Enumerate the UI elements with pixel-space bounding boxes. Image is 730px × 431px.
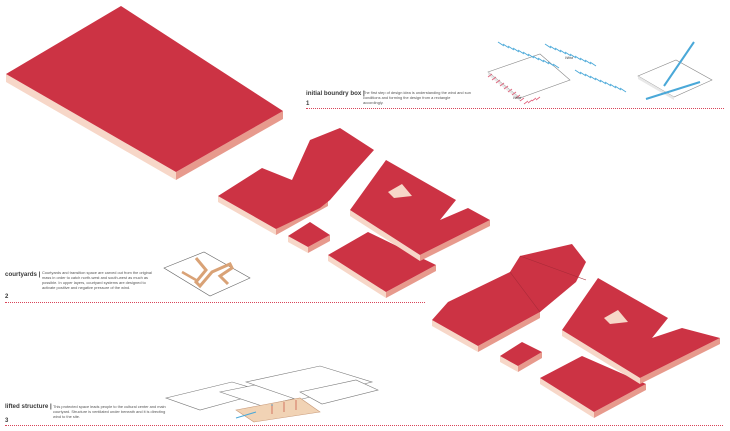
- step-3-separator: [5, 425, 723, 426]
- step-2-description: Courtyards and transition space are carv…: [42, 270, 152, 290]
- courtyard-plan-icon: [163, 251, 251, 297]
- wind-label: Wind: [513, 96, 522, 100]
- courtyard-mass-small-2: [328, 232, 436, 298]
- step-2-number: 2: [5, 294, 9, 300]
- step-3-number: 3: [5, 418, 9, 424]
- step-3-title: lifted structure |: [5, 403, 52, 410]
- lifted-mass-small-2: [540, 356, 646, 418]
- step-2-separator: [5, 302, 425, 303]
- step-1-description: The first step of design idea is underst…: [363, 90, 471, 105]
- wind-label: Wind: [565, 56, 574, 60]
- wind-direction-line-icon: [663, 41, 695, 87]
- pink-wind-hatch: [487, 73, 541, 105]
- step-2-title: courtyards |: [5, 271, 41, 278]
- initial-boundary-mass: [6, 6, 283, 180]
- step-1-title: initial boundry box |: [306, 90, 365, 97]
- courtyard-mass-small-1: [288, 222, 330, 253]
- mass-side-right: [176, 111, 283, 180]
- courtyard-void: [388, 184, 412, 198]
- lifted-structure-sketch-icon: [164, 365, 379, 423]
- mass-top: [6, 6, 283, 172]
- courtyard-mass-right: [350, 160, 490, 261]
- step-3-description: This protected space leads people to the…: [53, 404, 166, 419]
- lifted-mass-right: [562, 278, 720, 384]
- lifted-mass-left: [432, 244, 587, 352]
- courtyard-mass-left: [218, 128, 374, 235]
- lifted-mass-small-1: [500, 342, 542, 372]
- wind-study-diagram-1: [487, 41, 627, 105]
- step-1-separator: [306, 108, 724, 109]
- step-1-number: 1: [306, 101, 310, 107]
- wind-study-diagram-2: [637, 41, 713, 100]
- wind-direction-line-icon: [645, 81, 701, 100]
- courtyard-void: [604, 310, 628, 324]
- wind-arrows-icon: [497, 41, 627, 93]
- mass-side-left: [6, 74, 176, 180]
